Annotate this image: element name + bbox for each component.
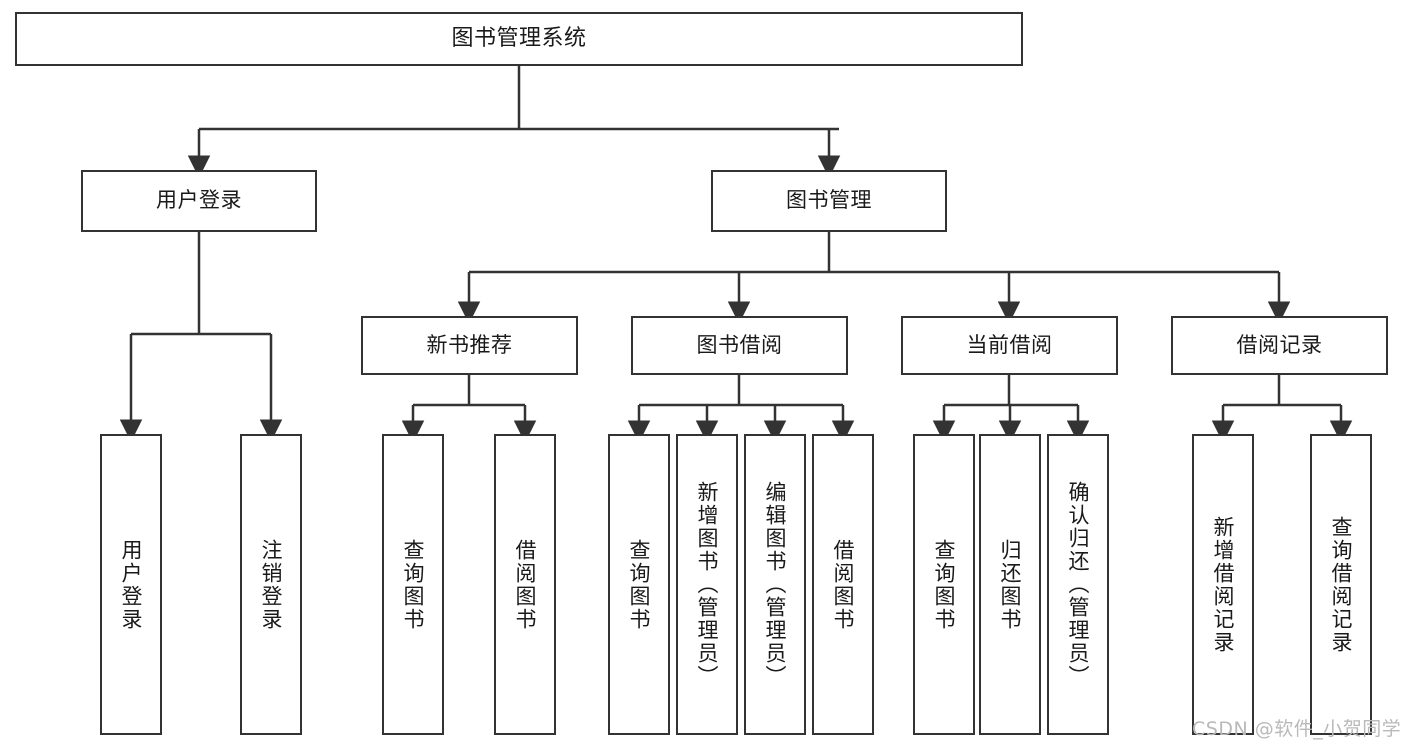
node-leaf-user-logout[interactable]: 注销登录	[240, 434, 302, 735]
node-borrow-record[interactable]: 借阅记录	[1171, 316, 1388, 375]
node-leaf-borrow-book-1-label: 借阅图书	[513, 538, 538, 631]
node-current-borrow-label: 当前借阅	[966, 332, 1053, 357]
node-user-login[interactable]: 用户登录	[81, 170, 317, 232]
node-leaf-add-book-label: 新增图书（管理员）	[695, 481, 720, 688]
node-leaf-query-record-label: 查询借阅记录	[1329, 515, 1354, 654]
node-leaf-query-record[interactable]: 查询借阅记录	[1310, 434, 1372, 735]
node-current-borrow[interactable]: 当前借阅	[901, 316, 1118, 375]
node-leaf-query-book-1[interactable]: 查询图书	[382, 434, 444, 735]
node-leaf-add-record[interactable]: 新增借阅记录	[1192, 434, 1254, 735]
node-leaf-query-book-3[interactable]: 查询图书	[913, 434, 975, 735]
node-leaf-edit-book[interactable]: 编辑图书（管理员）	[744, 434, 806, 735]
node-root[interactable]: 图书管理系统	[15, 12, 1023, 66]
node-leaf-borrow-book-1[interactable]: 借阅图书	[494, 434, 556, 735]
node-new-book-recommend[interactable]: 新书推荐	[361, 316, 578, 375]
node-root-label: 图书管理系统	[451, 25, 587, 51]
node-leaf-user-login-label: 用户登录	[119, 538, 144, 631]
node-book-borrow-label: 图书借阅	[696, 332, 783, 357]
node-borrow-record-label: 借阅记录	[1236, 332, 1323, 357]
node-leaf-borrow-book-2[interactable]: 借阅图书	[812, 434, 874, 735]
node-leaf-confirm-return-label: 确认归还（管理员）	[1066, 481, 1091, 688]
node-leaf-query-book-2-label: 查询图书	[627, 538, 652, 631]
node-new-book-recommend-label: 新书推荐	[426, 332, 513, 357]
node-leaf-return-book[interactable]: 归还图书	[979, 434, 1041, 735]
node-leaf-return-book-label: 归还图书	[998, 538, 1023, 631]
node-leaf-query-book-2[interactable]: 查询图书	[608, 434, 670, 735]
node-leaf-query-book-1-label: 查询图书	[401, 538, 426, 631]
node-leaf-add-book[interactable]: 新增图书（管理员）	[676, 434, 738, 735]
node-leaf-add-record-label: 新增借阅记录	[1211, 515, 1236, 654]
node-leaf-query-book-3-label: 查询图书	[932, 538, 957, 631]
node-leaf-borrow-book-2-label: 借阅图书	[831, 538, 856, 631]
watermark-text: CSDN @软件_小贺同学	[1192, 718, 1402, 740]
node-leaf-user-logout-label: 注销登录	[259, 538, 284, 631]
node-leaf-user-login[interactable]: 用户登录	[100, 434, 162, 735]
node-leaf-edit-book-label: 编辑图书（管理员）	[763, 481, 788, 688]
node-leaf-confirm-return[interactable]: 确认归还（管理员）	[1047, 434, 1109, 735]
node-user-login-label: 用户登录	[156, 188, 242, 213]
node-book-management[interactable]: 图书管理	[711, 170, 947, 232]
node-book-borrow[interactable]: 图书借阅	[631, 316, 848, 375]
node-book-management-label: 图书管理	[786, 188, 872, 213]
